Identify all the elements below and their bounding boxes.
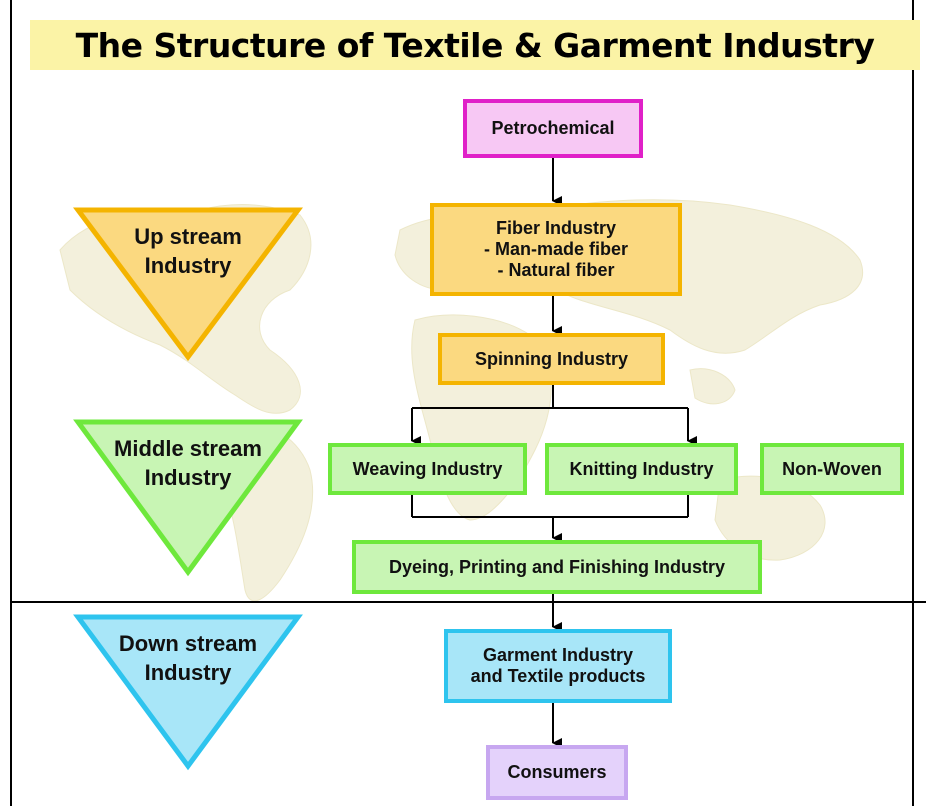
node-knitting-industry: Knitting Industry xyxy=(545,443,738,495)
diagram-title: The Structure of Textile & Garment Indus… xyxy=(75,25,875,65)
upstream-label-line1: Up stream xyxy=(134,224,242,249)
diagram-frame xyxy=(10,0,914,806)
node-knitting-label: Knitting Industry xyxy=(569,458,714,479)
node-garment-industry: Garment Industry and Textile products xyxy=(444,629,672,703)
node-spinning-label: Spinning Industry xyxy=(475,348,628,369)
middlestream-label-line1: Middle stream xyxy=(114,436,262,461)
node-dyeing-printing-finishing: Dyeing, Printing and Finishing Industry xyxy=(352,540,762,594)
node-fiber-line3: - Natural fiber xyxy=(497,259,615,280)
downstream-label-line2: Industry xyxy=(144,659,232,685)
middlestream-label: Middle stream Industry xyxy=(88,435,288,492)
node-spinning-industry: Spinning Industry xyxy=(438,333,665,385)
node-fiber-industry: Fiber Industry - Man-made fiber - Natura… xyxy=(430,203,682,296)
node-nonwoven-label: Non-Woven xyxy=(782,458,882,479)
upstream-label: Up stream Industry xyxy=(98,223,278,280)
node-consumers: Consumers xyxy=(486,745,628,800)
node-petrochemical-label: Petrochemical xyxy=(491,118,615,139)
downstream-triangle xyxy=(73,614,303,771)
node-fiber-line2: - Man-made fiber xyxy=(483,239,629,260)
node-fiber-line1: Fiber Industry xyxy=(495,218,616,239)
upstream-triangle xyxy=(73,207,303,362)
node-petrochemical: Petrochemical xyxy=(463,99,643,158)
middlestream-label-line2: Industry xyxy=(144,464,232,490)
node-dyeing-label: Dyeing, Printing and Finishing Industry xyxy=(388,556,725,577)
upstream-label-line2: Industry xyxy=(144,252,232,278)
middlestream-triangle xyxy=(73,419,303,577)
downstream-label-line1: Down stream xyxy=(118,631,258,656)
title-banner: The Structure of Textile & Garment Indus… xyxy=(30,20,920,70)
node-garment-line2: and Textile products xyxy=(470,666,646,686)
downstream-divider-line xyxy=(10,601,926,603)
node-weaving-label: Weaving Industry xyxy=(352,458,503,479)
node-garment-line1: Garment Industry xyxy=(482,645,634,666)
node-non-woven: Non-Woven xyxy=(760,443,904,495)
node-consumers-label: Consumers xyxy=(507,762,607,783)
downstream-label: Down stream Industry xyxy=(98,630,278,687)
node-weaving-industry: Weaving Industry xyxy=(328,443,527,495)
